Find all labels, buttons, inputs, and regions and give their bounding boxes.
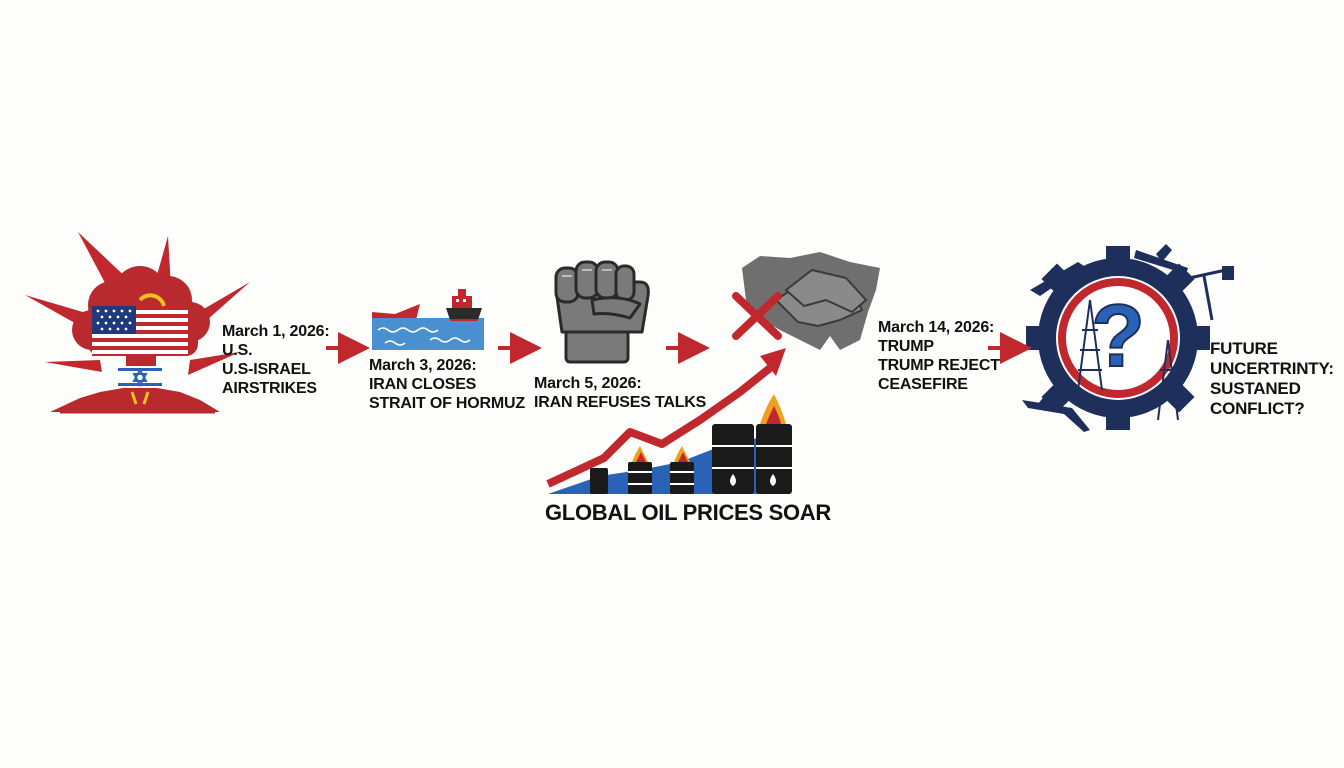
event-line: SUSTANED	[1210, 379, 1301, 398]
event-label-2: March 3, 2026: IRAN CLOSES STRAIT OF HOR…	[369, 356, 525, 413]
event-date: March 14, 2026:	[878, 319, 995, 336]
event-line: CONFLICT?	[1210, 399, 1305, 418]
svg-text:?: ?	[1091, 286, 1145, 385]
event-date: March 5, 2026:	[534, 375, 642, 392]
event-label-1: March 1, 2026: U.S. U.S-ISRAEL AIRSTRIKE…	[222, 322, 330, 398]
event-line: TRUMP REJECT	[878, 357, 1000, 374]
event-line: CEASEFIRE	[878, 376, 968, 393]
gear-question-icon: ?	[1022, 244, 1234, 432]
raised-fist-icon	[554, 260, 650, 364]
rising-oil-prices-icon	[546, 348, 792, 494]
event-line: AIRSTRIKES	[222, 380, 317, 397]
event-line: TRUMP	[878, 338, 934, 355]
event-date: March 3, 2026:	[369, 357, 477, 374]
event-label-5: FUTURE UNCERTRINTY: SUSTANED CONFLICT?	[1210, 339, 1334, 419]
oil-prices-title: GLOBAL OIL PRICES SOAR	[545, 500, 831, 525]
event-line: UNCERTRINTY:	[1210, 359, 1334, 378]
explosion-flag-icon	[25, 232, 250, 414]
ship-strait-icon	[372, 289, 484, 350]
event-label-4: March 14, 2026: TRUMP TRUMP REJECT CEASE…	[878, 318, 1000, 394]
event-date: FUTURE	[1210, 339, 1278, 358]
event-line: U.S.	[222, 342, 253, 359]
event-line: IRAN CLOSES	[369, 376, 477, 393]
crossed-handshake-icon	[732, 252, 880, 350]
event-date: March 1, 2026:	[222, 323, 330, 340]
event-label-3: March 5, 2026: IRAN REFUSES TALKS	[534, 374, 706, 412]
event-line: U.S-ISRAEL	[222, 361, 311, 378]
event-line: STRAIT OF HORMUZ	[369, 395, 525, 412]
event-line: IRAN REFUSES TALKS	[534, 394, 707, 411]
